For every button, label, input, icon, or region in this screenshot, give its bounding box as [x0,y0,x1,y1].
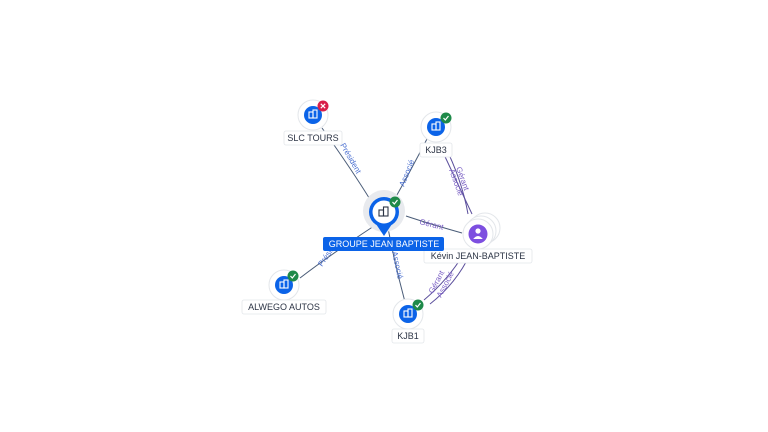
building-icon [378,206,389,217]
person-icon [473,228,483,239]
node-kjb3[interactable]: KJB3 [419,111,453,158]
building-icon [279,279,289,289]
node-label-slc: SLC TOURS [287,133,338,143]
node-label-groupe: GROUPE JEAN BAPTISTE [329,239,440,249]
building-icon [403,308,413,318]
edge-label-groupe-kjb1: Associé [390,251,405,281]
pin-tip [376,224,392,236]
node-groupe-jean-baptiste[interactable]: GROUPE JEAN BAPTISTE [323,190,444,251]
building-icon [308,109,318,119]
inactive-badge-icon [317,100,329,112]
person-node-circle [468,224,488,244]
active-badge-icon [412,299,424,311]
node-label-kevin: Kévin JEAN-BAPTISTE [431,251,526,261]
active-badge-icon [440,112,452,124]
node-label-alwego: ALWEGO AUTOS [248,302,320,312]
edge-kevin-groupe[interactable] [405,215,463,234]
edge-label-groupe-kjb3: Associé [398,158,417,188]
edge-groupe-alwego[interactable] [299,225,375,279]
active-badge-icon [389,196,401,208]
active-badge-icon [287,270,299,282]
edge-label-kevin-groupe: Gérant [419,217,446,232]
node-label-kjb3: KJB3 [425,145,447,155]
node-slc-tours[interactable]: SLC TOURS [283,99,343,146]
node-label-kjb1: KJB1 [397,331,419,341]
building-icon [431,121,441,131]
edge-groupe-kjb1[interactable] [387,227,406,303]
edge-label-groupe-slc: Président [338,142,363,176]
node-kevin-jean-baptiste[interactable]: Kévin JEAN-BAPTISTE [423,212,533,264]
node-kjb1[interactable]: KJB1 [391,298,425,344]
node-alwego-autos[interactable]: ALWEGO AUTOS [241,269,327,315]
